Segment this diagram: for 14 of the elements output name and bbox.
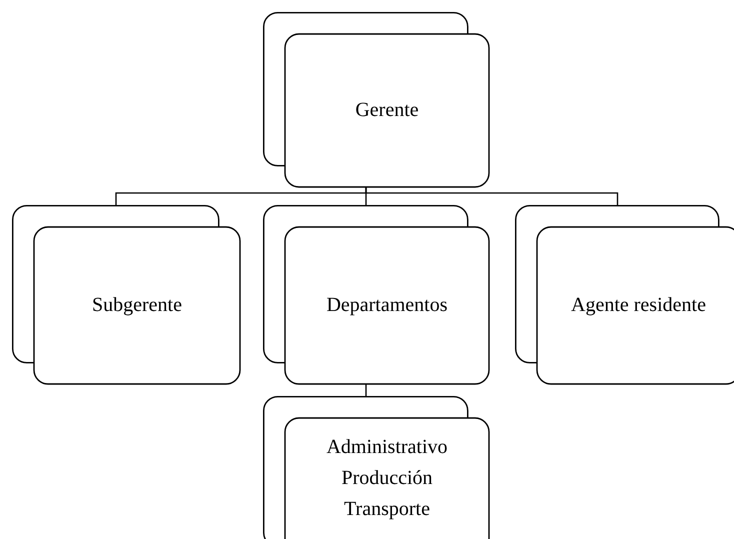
node-label: Agente residente (571, 293, 706, 318)
node-label: Departamentos (326, 293, 448, 318)
stacked-card (515, 205, 734, 384)
stacked-card (263, 205, 489, 384)
node-label: Subgerente (92, 293, 182, 318)
node-label: Administrativo (326, 435, 448, 460)
node-label: Producción (341, 466, 433, 491)
node-label: Gerente (355, 98, 419, 123)
stacked-card (263, 12, 489, 187)
connector-line (365, 187, 618, 205)
stacked-card (263, 396, 489, 539)
node-label: Transporte (344, 497, 430, 522)
connector-line (365, 384, 367, 396)
stacked-card (12, 205, 240, 384)
